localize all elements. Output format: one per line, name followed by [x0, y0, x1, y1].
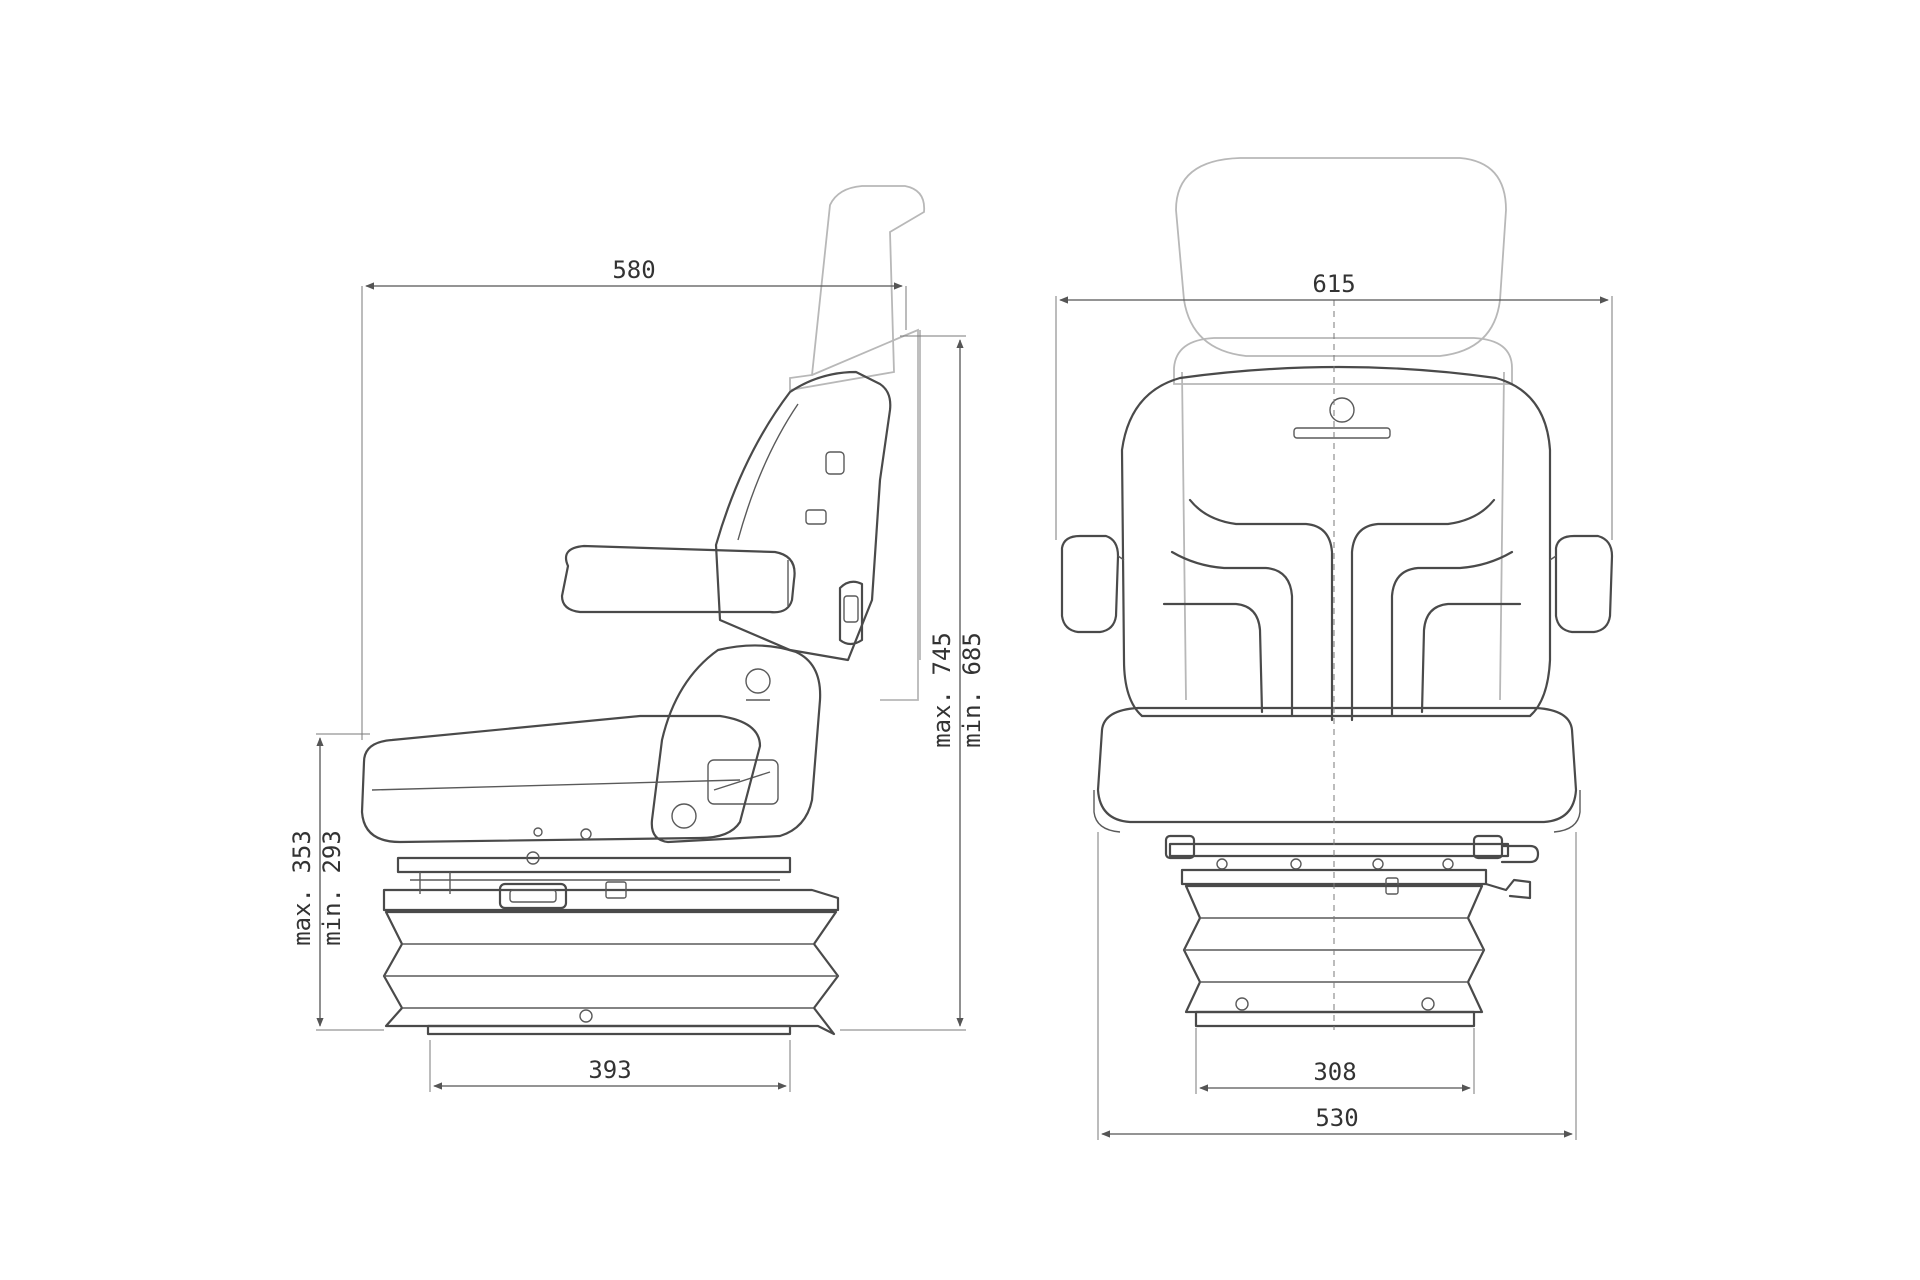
- weight-adjust-knob: [498, 882, 568, 910]
- left-rail-lock-icon: [1164, 834, 1196, 860]
- seat-height-max-label: max. 353: [288, 830, 316, 946]
- suspension-top-plate: [382, 888, 840, 912]
- front-seat-width-label: 530: [1315, 1104, 1358, 1132]
- front-base-width-label: 308: [1313, 1058, 1356, 1086]
- side-view: 580 393 max. 353 min. 293 max. 745 min. …: [288, 185, 986, 1092]
- side-frame: [650, 644, 822, 844]
- front-backrest: [1120, 365, 1552, 718]
- backrest-ghost: [811, 328, 919, 701]
- right-armrest-end: [1554, 534, 1614, 634]
- lumbar-knob-icon: [825, 451, 845, 475]
- front-seat-cushion: [1096, 706, 1578, 824]
- left-armrest-end: [1060, 534, 1120, 634]
- headrest-raised-ghost: [789, 185, 926, 392]
- front-backrest-ghost: [1173, 337, 1513, 385]
- front-width-label: 615: [1312, 270, 1355, 298]
- side-base-width-label: 393: [588, 1056, 631, 1084]
- right-rail-lock-icon: [1472, 834, 1504, 860]
- slide-rail: [396, 856, 792, 874]
- front-slide-rail: [1168, 842, 1510, 858]
- side-width-label: 580: [612, 256, 655, 284]
- total-height-min-label: min. 685: [958, 632, 986, 748]
- front-view: 615 308 530: [1055, 157, 1614, 1140]
- total-height-max-label: max. 745: [928, 632, 956, 748]
- recline-handle: [838, 580, 864, 646]
- adjust-lever: [707, 759, 779, 805]
- front-logo-icon: [1329, 397, 1355, 423]
- suspension-bellows: [382, 910, 840, 1036]
- armrest: [560, 544, 796, 614]
- logo-icon: [745, 668, 771, 694]
- brand-badge: [1293, 427, 1391, 439]
- pivot-bolt-icon: [671, 803, 697, 829]
- backrest: [714, 370, 892, 662]
- backrest-pattern: [1162, 498, 1522, 722]
- front-headrest-ghost: [1175, 157, 1507, 357]
- seat-cushion: [360, 714, 762, 844]
- height-adjust-lever: [1484, 878, 1532, 900]
- rail-lock-icon: [526, 851, 540, 865]
- slide-handle: [1500, 844, 1540, 864]
- seat-height-min-label: min. 293: [318, 830, 346, 946]
